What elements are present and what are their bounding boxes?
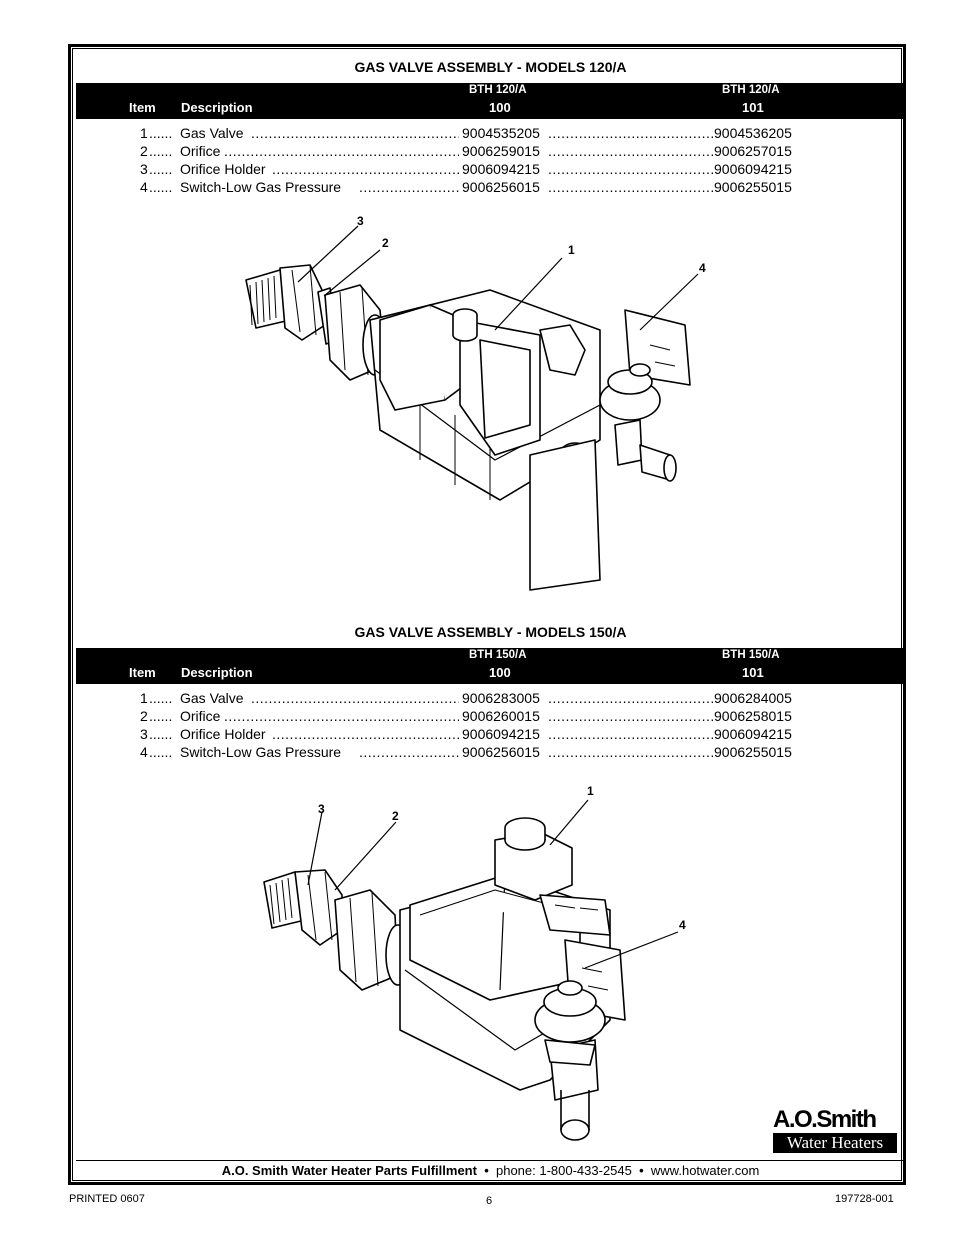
part-number-col1: 9006094215 [462, 726, 540, 742]
table-header-150: Item Description BTH 150/A 100 BTH 150/A… [76, 648, 905, 684]
gas-valve-drawing-150 [263, 799, 679, 1141]
description: Switch-Low Gas Pressure [180, 179, 342, 195]
item-number: 3 [140, 726, 148, 742]
table-row: 3...... Orifice Holder..................… [140, 726, 792, 742]
header-col2-num: 101 [742, 100, 764, 115]
description: Gas Valve [180, 125, 244, 141]
part-number-col2: 9006255015 [714, 179, 792, 195]
description: Switch-Low Gas Pressure [180, 744, 342, 760]
description: Orifice [180, 708, 221, 724]
header-col2-model: BTH 150/A [722, 649, 780, 661]
table-header-120: Item Description BTH 120/A 100 BTH 120/A… [76, 83, 905, 119]
ao-smith-logo: A.O.Smith Water Heaters [773, 1107, 897, 1153]
printed-date: PRINTED 0607 [69, 1193, 145, 1205]
logo-tagline: Water Heaters [773, 1133, 897, 1153]
part-number-col1: 9006256015 [462, 179, 540, 195]
table-row: 1...... Gas Valve.......................… [140, 690, 792, 706]
header-col2-num: 101 [742, 665, 764, 680]
callout-4: 4 [679, 918, 686, 932]
header-col1-num: 100 [489, 100, 511, 115]
table-row: 1...... Gas Valve.......................… [140, 125, 792, 141]
part-number-col2: 9006255015 [714, 744, 792, 760]
description: Orifice [180, 143, 221, 159]
callout-4: 4 [699, 261, 706, 275]
part-number-col1: 9006259015 [462, 143, 540, 159]
table-row: 3...... Orifice Holder..................… [140, 161, 792, 177]
description: Orifice Holder [180, 161, 266, 177]
header-col2-model: BTH 120/A [722, 84, 780, 96]
section-title-120: GAS VALVE ASSEMBLY - MODELS 120/A [354, 59, 627, 75]
logo-wordmark: A.O.Smith [773, 1106, 877, 1133]
header-item: Item [129, 100, 156, 115]
header-description: Description [181, 665, 253, 680]
footer-website[interactable]: www.hotwater.com [650, 1163, 760, 1178]
part-number-col1: 9006256015 [462, 744, 540, 760]
header-description: Description [181, 100, 253, 115]
table-row: 2...... Orifice.........................… [140, 143, 792, 159]
item-number: 2 [140, 708, 148, 724]
part-number-col2: 9004536205 [714, 125, 792, 141]
document-number: 197728-001 [835, 1193, 894, 1205]
part-number-col1: 9006283005 [462, 690, 540, 706]
outer-border [68, 44, 906, 1185]
part-number-col1: 9004535205 [462, 125, 540, 141]
description: Gas Valve [180, 690, 244, 706]
part-number-col1: 9006260015 [462, 708, 540, 724]
callout-1: 1 [568, 243, 575, 257]
item-number: 1 [140, 125, 148, 141]
section-title-150: GAS VALVE ASSEMBLY - MODELS 150/A [354, 624, 627, 640]
part-number-col2: 9006284005 [714, 690, 792, 706]
part-number-col2: 9006257015 [714, 143, 792, 159]
callout-3: 3 [357, 214, 364, 228]
footer-divider [76, 1160, 905, 1161]
table-row: 2...... Orifice.........................… [140, 708, 792, 724]
item-number: 1 [140, 690, 148, 706]
page-number: 6 [486, 1195, 493, 1207]
callout-2: 2 [392, 809, 399, 823]
footer-phone: phone: 1-800-433-2545 [495, 1163, 632, 1178]
callout-1: 1 [587, 784, 594, 798]
item-number: 4 [140, 179, 148, 195]
parts-list-120: 1...... Gas Valve.......................… [76, 124, 905, 196]
table-row: 4...... Switch-Low Gas Pressure.........… [140, 179, 792, 195]
footer-bullet: • [484, 1163, 489, 1178]
callout-3: 3 [318, 802, 325, 816]
footer-company: A.O. Smith Water Heater Parts Fulfillmen… [221, 1163, 477, 1178]
part-number-col2: 9006258015 [714, 708, 792, 724]
gas-valve-drawing-120 [245, 225, 699, 591]
part-number-col1: 9006094215 [462, 161, 540, 177]
footer-contact: A.O. Smith Water Heater Parts Fulfillmen… [221, 1163, 760, 1178]
item-number: 2 [140, 143, 148, 159]
header-item: Item [129, 665, 156, 680]
header-col1-model: BTH 150/A [469, 649, 527, 661]
inner-border [72, 48, 902, 1181]
part-number-col2: 9006094215 [714, 161, 792, 177]
header-col1-model: BTH 120/A [469, 84, 527, 96]
item-number: 3 [140, 161, 148, 177]
header-col1-num: 100 [489, 665, 511, 680]
part-number-col2: 9006094215 [714, 726, 792, 742]
table-row: 4...... Switch-Low Gas Pressure.........… [140, 744, 792, 760]
item-number: 4 [140, 744, 148, 760]
description: Orifice Holder [180, 726, 266, 742]
parts-list-150: 1...... Gas Valve.......................… [76, 689, 905, 761]
callout-2: 2 [382, 236, 389, 250]
